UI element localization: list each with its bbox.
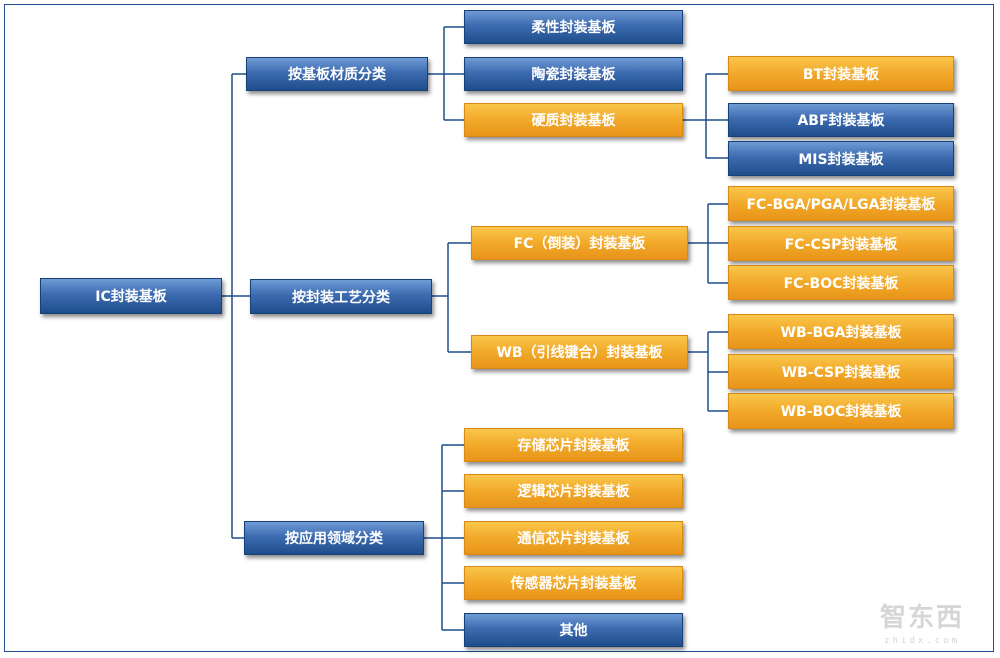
watermark-logo: 智东西 (879, 603, 964, 633)
material-rigid: 硬质封装基板 (464, 103, 683, 137)
watermark-url: zhidx.com (884, 636, 960, 646)
category-material: 按基板材质分类 (246, 57, 428, 91)
app-comm: 通信芯片封装基板 (464, 521, 683, 555)
process-wb: WB（引线键合）封装基板 (471, 335, 688, 369)
app-other: 其他 (464, 613, 683, 647)
app-sensor: 传感器芯片封装基板 (464, 566, 683, 600)
wb-csp: WB-CSP封装基板 (728, 354, 954, 389)
fc-csp: FC-CSP封装基板 (728, 226, 954, 261)
material-flexible: 柔性封装基板 (464, 10, 683, 44)
diagram-frame (4, 4, 994, 652)
material-ceramic: 陶瓷封装基板 (464, 57, 683, 91)
wb-bga: WB-BGA封装基板 (728, 314, 954, 349)
category-application: 按应用领域分类 (244, 521, 424, 555)
app-memory: 存储芯片封装基板 (464, 428, 683, 462)
fc-bga-pga-lga: FC-BGA/PGA/LGA封装基板 (728, 186, 954, 221)
category-process: 按封装工艺分类 (250, 279, 432, 314)
process-fc: FC（倒装）封装基板 (471, 226, 688, 260)
app-logic: 逻辑芯片封装基板 (464, 474, 683, 508)
rigid-mis: MIS封装基板 (728, 141, 954, 176)
rigid-bt: BT封装基板 (728, 56, 954, 91)
rigid-abf: ABF封装基板 (728, 103, 954, 137)
fc-boc: FC-BOC封装基板 (728, 265, 954, 300)
wb-boc: WB-BOC封装基板 (728, 393, 954, 429)
root-node: IC封装基板 (40, 278, 222, 314)
